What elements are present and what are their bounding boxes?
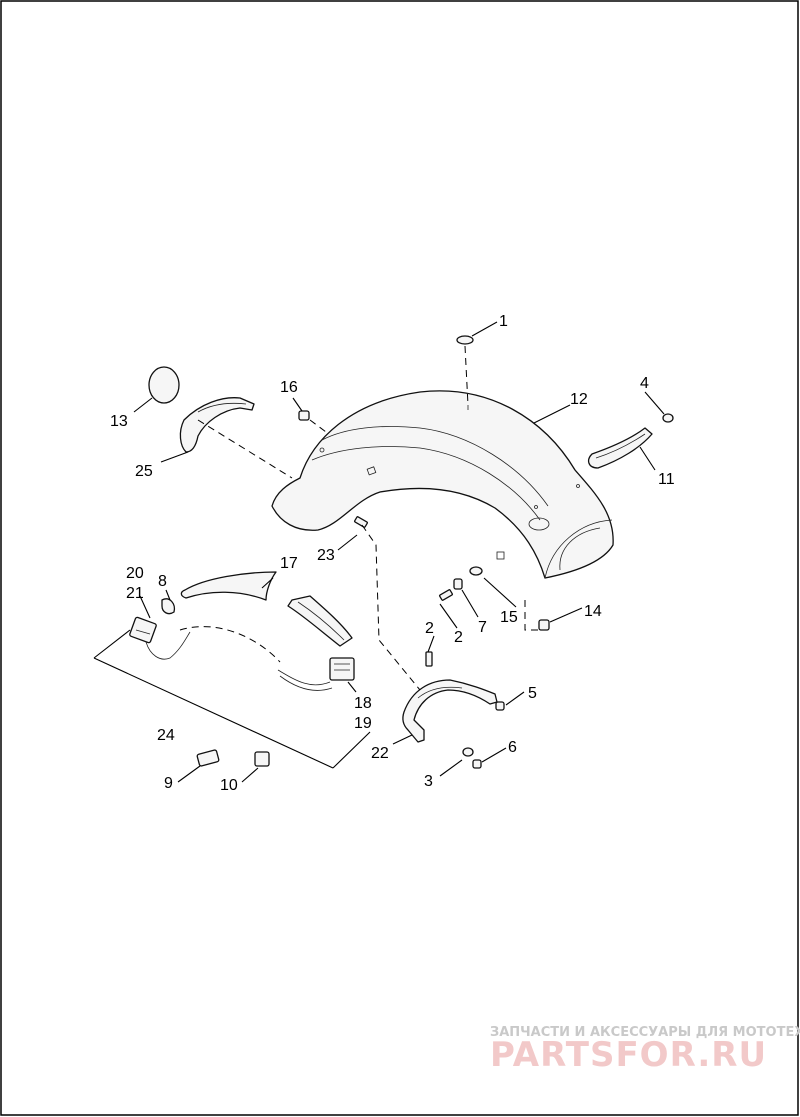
nut-part-16 — [298, 410, 310, 421]
bracket-part-22 — [402, 679, 498, 743]
connector-part-20-21 — [129, 616, 157, 644]
wire-harness-part-24 — [145, 626, 355, 691]
watermark-tagline: ЗАПЧАСТИ И АКСЕССУАРЫ ДЛЯ МОТОТЕХНИКИ — [490, 1025, 800, 1040]
callout-23: 23 — [317, 547, 335, 564]
terminal-part-10 — [254, 751, 270, 767]
callout-13: 13 — [110, 413, 128, 430]
callout-14: 14 — [584, 603, 602, 620]
washer-part-15 — [469, 566, 483, 576]
callout-15: 15 — [500, 609, 518, 626]
callout-3: 3 — [424, 773, 433, 790]
callout-12: 12 — [570, 391, 588, 408]
watermark-brand: PARTSFOR.RU — [490, 1035, 767, 1075]
callout-21: 21 — [126, 585, 144, 602]
callout-8: 8 — [158, 573, 167, 590]
trim-part-17 — [180, 571, 277, 601]
callout-16: 16 — [280, 379, 298, 396]
callout-19: 19 — [354, 715, 372, 732]
lens-part-13 — [148, 366, 180, 404]
screw-part-23 — [354, 516, 368, 528]
screw-part-2-upper — [439, 589, 453, 601]
callout-22: 22 — [371, 745, 389, 762]
callout-labels: 1 2 2 3 4 5 6 7 8 9 10 11 12 13 14 15 16… — [110, 313, 675, 794]
callout-2-lower: 2 — [454, 629, 463, 646]
washer-part-3 — [462, 747, 474, 757]
callout-2-upper: 2 — [425, 620, 434, 637]
bracket-part-25 — [179, 397, 255, 453]
callout-18: 18 — [354, 695, 372, 712]
nut-part-5 — [495, 701, 505, 711]
callout-24: 24 — [157, 727, 175, 744]
callout-17: 17 — [280, 555, 298, 572]
callout-11: 11 — [658, 471, 675, 488]
strip-part-11 — [587, 427, 653, 469]
callout-20: 20 — [126, 565, 144, 582]
leader-lines — [93, 321, 665, 783]
callout-5: 5 — [528, 685, 537, 702]
plug-part-1 — [456, 335, 474, 345]
callout-10: 10 — [220, 777, 238, 794]
washer-part-4 — [662, 413, 674, 423]
callout-1: 1 — [499, 313, 508, 330]
nut-part-14 — [538, 619, 550, 631]
rear-fender — [271, 390, 614, 579]
screw-part-2-lower — [425, 651, 433, 667]
callout-7: 7 — [478, 619, 487, 636]
callout-25: 25 — [135, 463, 153, 480]
callout-6: 6 — [508, 739, 517, 756]
callout-9: 9 — [164, 775, 173, 792]
trim-part-17b — [287, 595, 353, 647]
nut-part-6 — [472, 759, 482, 769]
assembly-lines — [197, 345, 538, 691]
spacer-part-7 — [453, 578, 463, 590]
callout-4: 4 — [640, 375, 649, 392]
watermark: ЗАПЧАСТИ И АКСЕССУАРЫ ДЛЯ МОТОТЕХНИКИ PA… — [490, 1025, 800, 1075]
terminal-part-9 — [196, 749, 220, 767]
clip-part-8 — [161, 598, 176, 615]
